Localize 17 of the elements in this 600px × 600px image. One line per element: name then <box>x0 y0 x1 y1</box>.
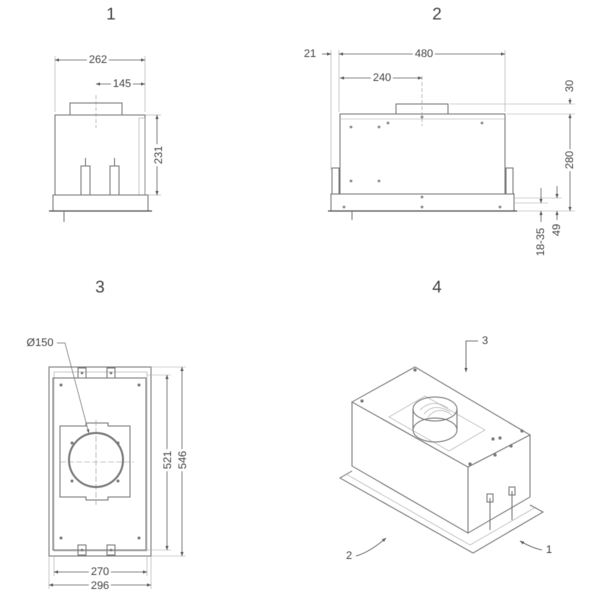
duct-circle <box>68 432 124 488</box>
dimension-label: 480 <box>412 48 436 60</box>
dimension-label: 270 <box>88 566 112 578</box>
dimension-label: 521 <box>162 448 174 472</box>
dimension-label: 145 <box>110 78 134 90</box>
dimension-label: 240 <box>370 72 394 84</box>
dimension-label: 546 <box>176 448 190 472</box>
leader-line <box>56 342 90 434</box>
dimension-label: 296 <box>88 580 112 592</box>
dimension-label: 280 <box>564 148 576 172</box>
dimension-label: 231 <box>152 144 166 166</box>
dimension-label: 49 <box>550 222 564 238</box>
callout-number: 3 <box>480 334 490 348</box>
diameter-label: Ø150 <box>26 336 54 350</box>
dimension-label: 262 <box>86 54 110 66</box>
dimension-label: 18-35 <box>534 226 548 258</box>
dimension-label: 30 <box>564 78 576 94</box>
